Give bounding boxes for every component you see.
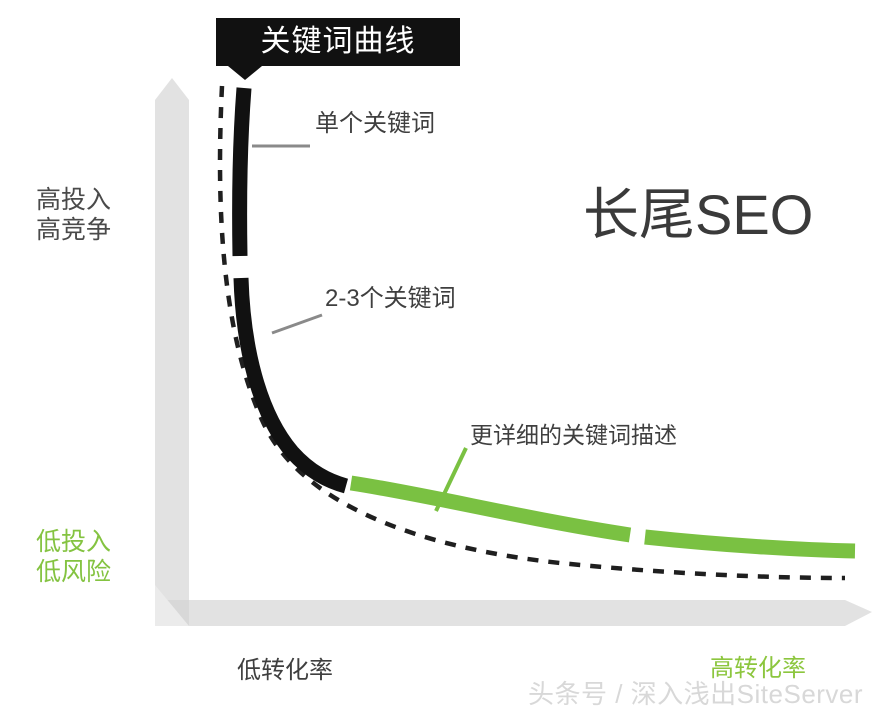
y-axis-arrow <box>155 78 189 600</box>
x-axis-left-label: 低转化率 <box>237 657 333 684</box>
curve-segment-longtail-b <box>644 529 856 559</box>
headline-long-tail-seo: 长尾SEO <box>583 183 814 246</box>
x-axis-right-label: 高转化率 <box>710 655 806 682</box>
y-axis-bottom-label: 低投入 低风险 <box>36 528 111 587</box>
y-axis-bottom-label-line2: 低风险 <box>36 557 112 586</box>
y-axis-bottom-label-line1: 低投入 <box>36 528 112 556</box>
leader-line-detailed-description <box>434 447 468 512</box>
title-banner: 关键词曲线 <box>216 18 460 66</box>
dashed-reference-curve <box>217 85 846 581</box>
curve-segment-single-keyword <box>232 87 252 257</box>
axis-corner-bevel <box>155 585 189 626</box>
curve-segment-longtail-a <box>349 475 632 543</box>
y-axis-top-label: 高投入 高竞争 <box>36 186 111 245</box>
title-banner-label: 关键词曲线 <box>260 25 416 58</box>
x-axis-arrow <box>155 600 872 626</box>
annotation-single-keyword: 单个关键词 <box>315 110 435 137</box>
y-axis-top-label-line2: 高竞争 <box>36 215 112 244</box>
title-banner-pointer-icon <box>228 66 262 80</box>
watermark-credit: 头条号 / 深入浅出SiteServer <box>528 679 864 709</box>
curve-segment-two-three-keywords <box>233 277 349 494</box>
leader-line-two-three-keywords <box>271 313 323 335</box>
annotation-detailed-description: 更详细的关键词描述 <box>470 422 677 448</box>
annotation-two-three-keywords: 2-3个关键词 <box>325 285 456 312</box>
y-axis-top-label-line1: 高投入 <box>36 186 112 214</box>
